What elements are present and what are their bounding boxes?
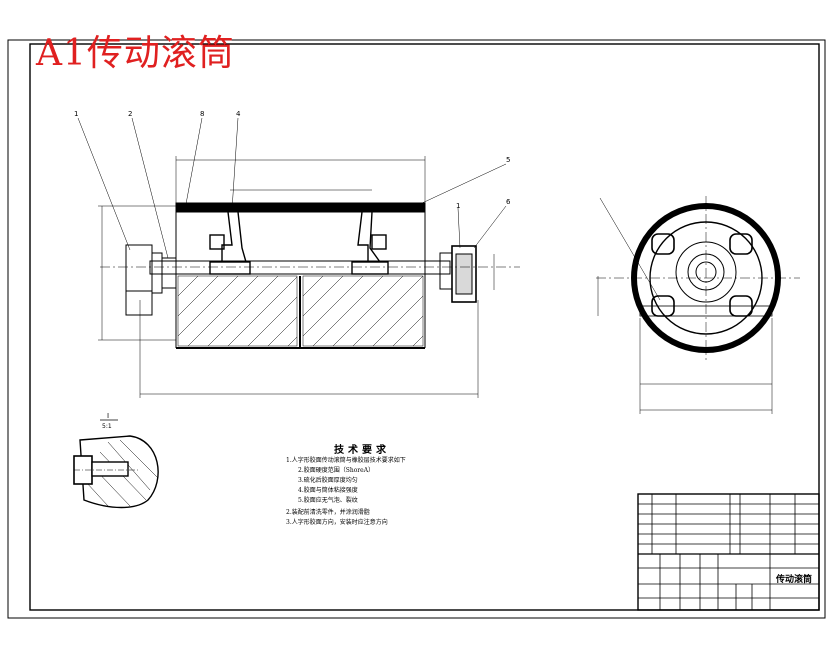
title-block-name: 传动滚筒 xyxy=(776,575,813,585)
inner-border xyxy=(29,43,820,611)
detail-section-view xyxy=(73,419,159,509)
part-label-2: 2 xyxy=(128,110,132,118)
title-block xyxy=(637,493,820,611)
requirement-line: 3.人字形胶面方向，安装时应注意方向 xyxy=(286,519,388,526)
requirement-line: 2.装配前清洗零件，并涂润滑脂 xyxy=(286,509,370,516)
hub-left xyxy=(209,211,251,275)
hatched-rubber-lagging xyxy=(177,275,424,347)
outer-border xyxy=(7,39,826,619)
requirement-line: 4.胶面与筒体粘接强度 xyxy=(298,487,358,494)
part-label-1: 1 xyxy=(74,110,78,118)
part-label-1b: 1 xyxy=(456,202,460,210)
requirement-line: 2.胶面硬度范围（ShoreA） xyxy=(298,467,375,474)
main-section-view xyxy=(77,117,520,398)
technical-requirements-heading: 技术要求 xyxy=(334,445,390,456)
section-label: I xyxy=(107,412,109,420)
part-number-labels: 1 2 8 4 5 1 6 I 5:1 xyxy=(74,110,511,430)
hub-right xyxy=(351,211,389,275)
requirement-line: 1.人字形胶面传动滚筒与橡胶层技术要求如下 xyxy=(286,457,406,464)
end-view xyxy=(596,196,800,414)
requirement-line: 5.胶面应无气泡、裂纹 xyxy=(298,497,358,504)
part-label-4: 4 xyxy=(236,110,241,118)
requirement-line: 3.硫化后胶面厚度均匀 xyxy=(298,477,358,484)
part-label-8: 8 xyxy=(200,110,204,118)
part-label-6: 6 xyxy=(506,198,511,206)
part-label-5: 5 xyxy=(506,156,510,164)
section-scale: 5:1 xyxy=(102,423,112,430)
drawing-title: A1传动滚筒 xyxy=(36,33,235,74)
